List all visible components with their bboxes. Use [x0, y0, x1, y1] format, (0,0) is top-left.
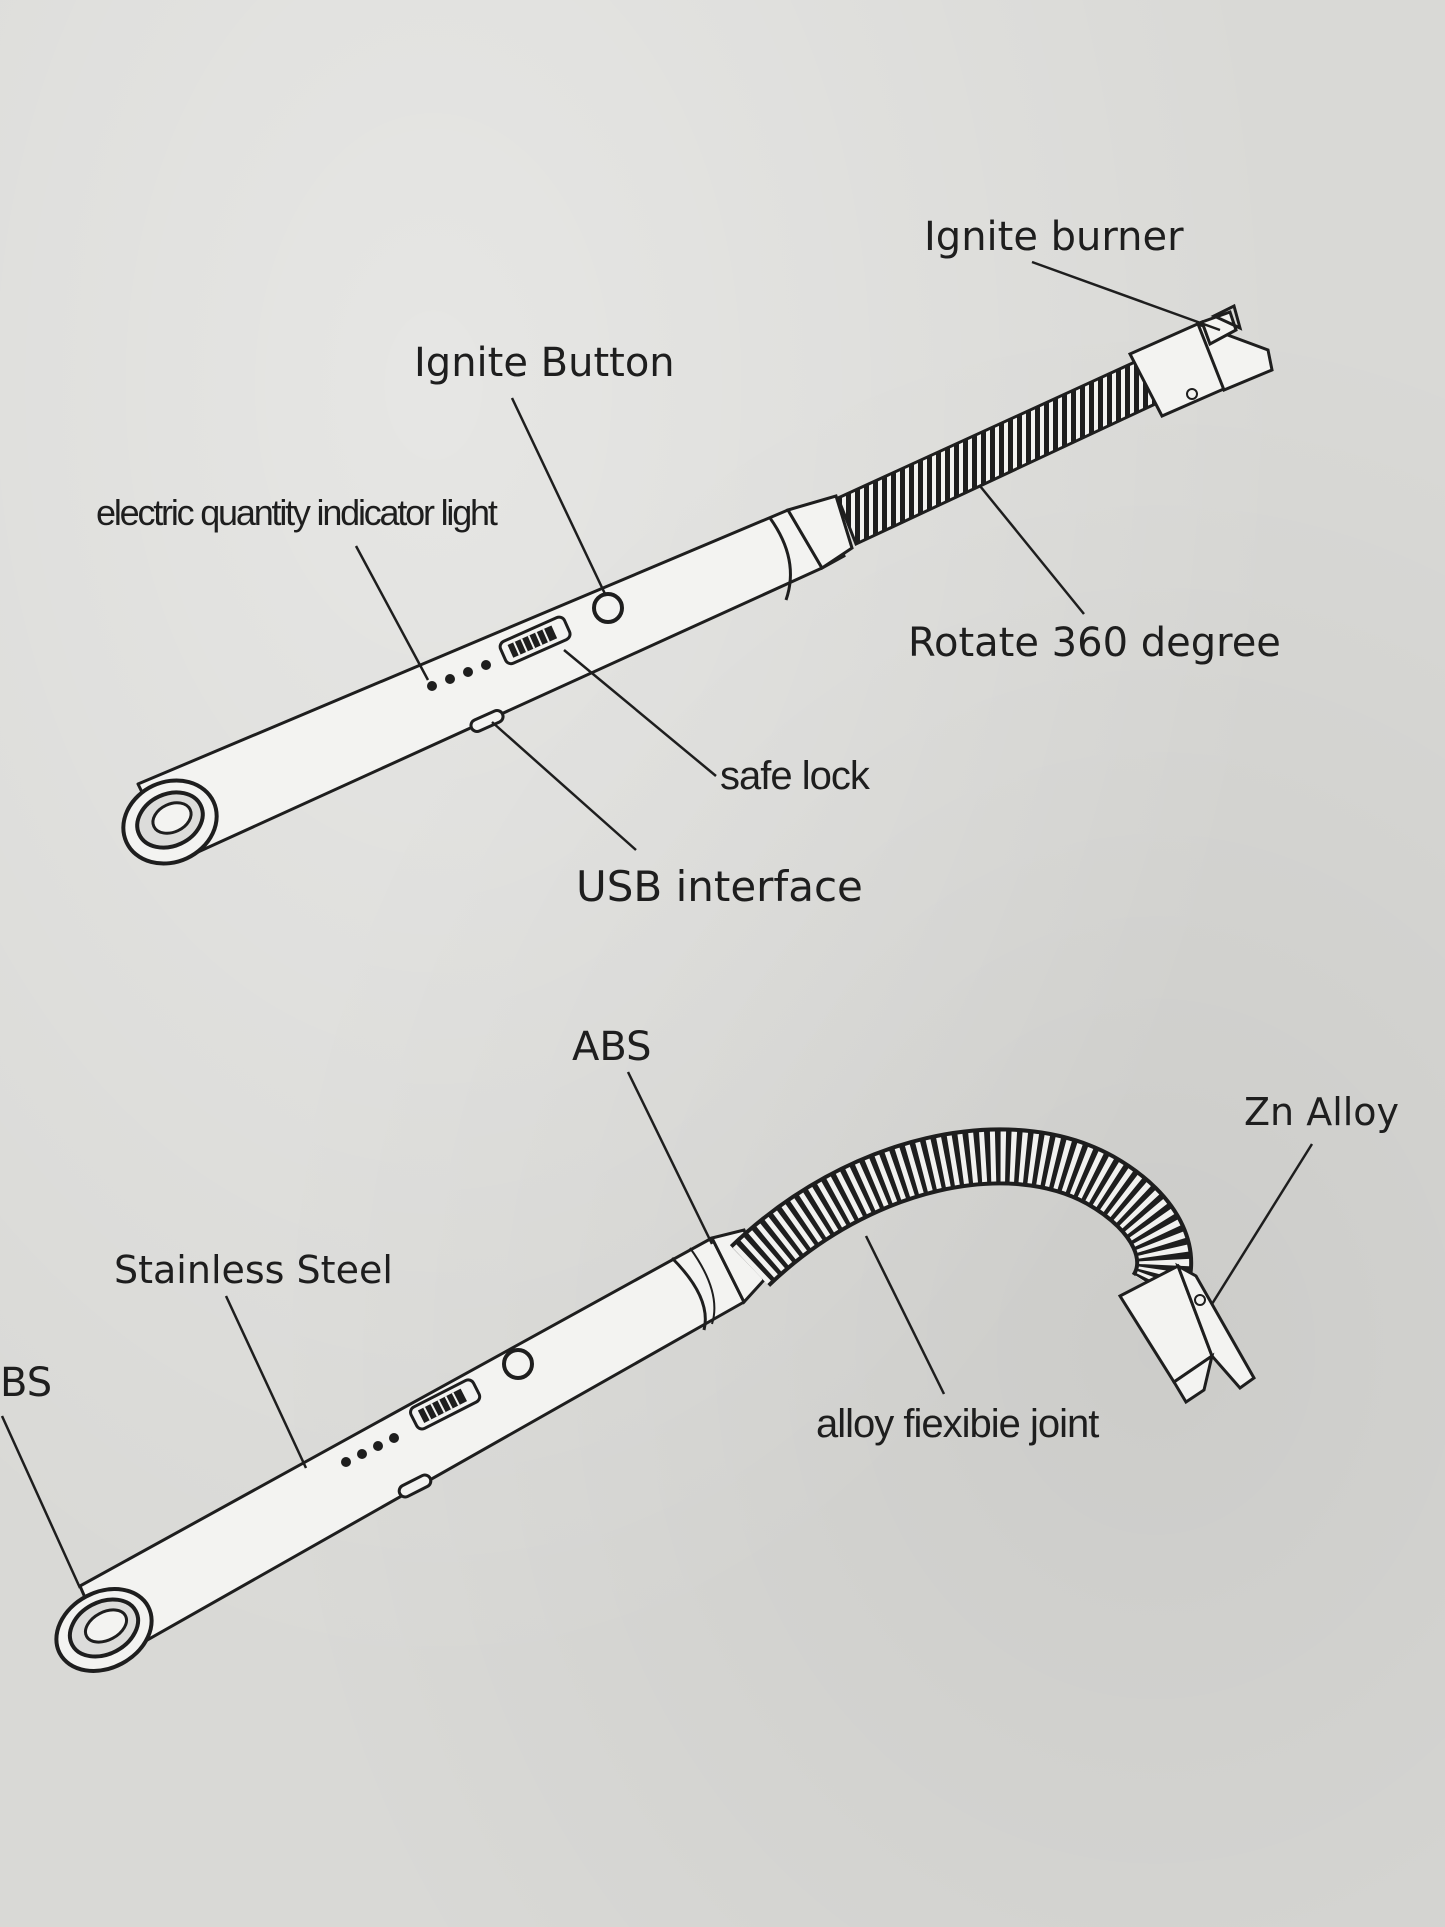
leader-usb [491, 721, 637, 851]
bottom-safe-lock-shape [409, 1378, 482, 1431]
leader-indicator-light [354, 545, 430, 681]
leader-safe-lock [563, 649, 717, 777]
label-indicator-light: electric quantity indicator light [96, 492, 498, 533]
label-stainless: Stainless Steel [114, 1248, 393, 1292]
label-abs-left: BS [0, 1360, 53, 1406]
leader-ignite-burner [1031, 260, 1221, 332]
top-lighter-end-cap [121, 778, 219, 866]
leader-abs-left [0, 1415, 82, 1589]
label-rotate: Rotate 360 degree [908, 620, 1281, 666]
top-lighter-body [136, 494, 854, 864]
top-leader-lines [354, 260, 1221, 851]
top-safe-lock-shape [498, 615, 572, 666]
bottom-usb-port-shape [397, 1473, 433, 1499]
bottom-lighter-body [78, 1228, 766, 1662]
bottom-lighter [0, 1071, 1314, 1673]
label-ignite-button: Ignite Button [414, 340, 675, 386]
top-indicator-dots [427, 660, 491, 691]
label-ignite-burner: Ignite burner [924, 214, 1184, 260]
leader-rotate [979, 485, 1085, 615]
bottom-ignite-button-shape [502, 1348, 534, 1380]
leader-stainless [224, 1295, 308, 1469]
top-ignite-button-shape [592, 592, 624, 624]
bottom-burner-head [1117, 1262, 1256, 1405]
leader-zn-alloy [1210, 1143, 1314, 1305]
label-zn-alloy: Zn Alloy [1244, 1090, 1400, 1134]
top-burner-head [1127, 303, 1274, 418]
top-lighter [121, 260, 1274, 866]
leader-abs-top [626, 1071, 714, 1245]
leader-flex-joint [864, 1235, 946, 1395]
label-abs-top: ABS [572, 1024, 652, 1070]
label-safe-lock: safe lock [720, 754, 870, 798]
leader-ignite-button [510, 397, 608, 597]
bottom-indicator-dots [341, 1433, 399, 1467]
label-usb: USB interface [576, 862, 863, 911]
bottom-leader-lines [0, 1071, 1314, 1589]
bottom-lighter-end-cap [54, 1587, 154, 1673]
label-flex-joint: alloy fiexibie joint [816, 1402, 1099, 1446]
top-usb-port-shape [469, 709, 505, 733]
